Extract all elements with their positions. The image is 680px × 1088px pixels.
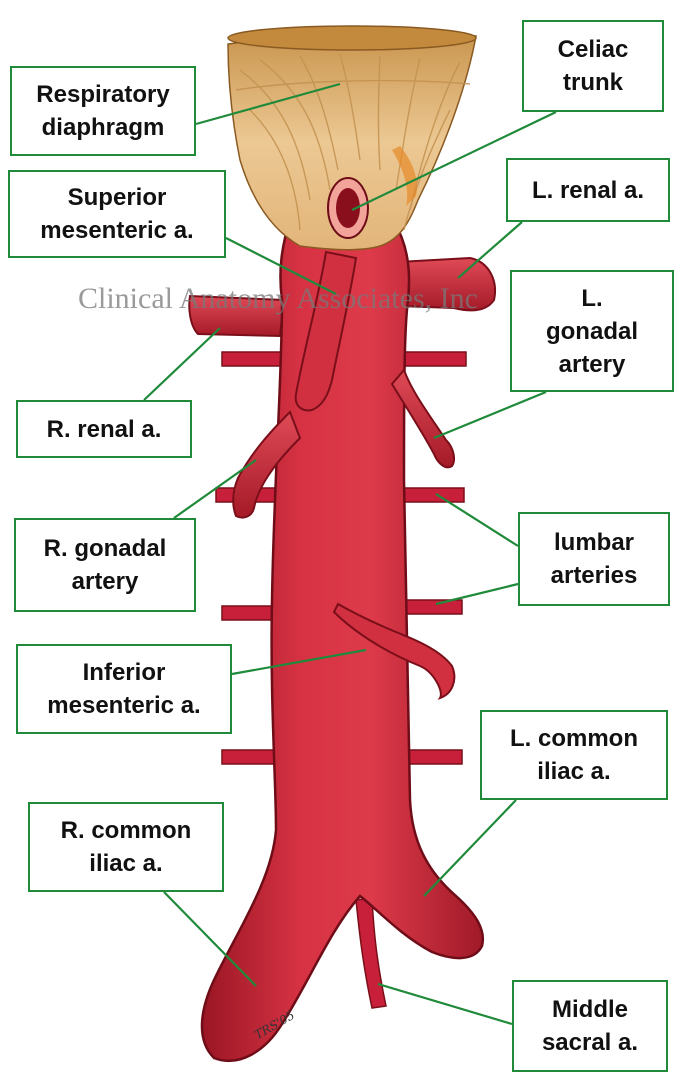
leader-superior-mesenteric — [225, 237, 337, 295]
leader-l-renal — [457, 221, 523, 279]
watermark: Clinical Anatomy Associates, Inc — [78, 282, 478, 315]
label-l-gonadal: L. gonadal artery — [510, 270, 674, 392]
label-l-renal: L. renal a. — [506, 158, 670, 222]
middle-sacral-artery — [355, 897, 387, 1009]
label-lumbar-arteries: lumbar arteries — [518, 512, 670, 606]
lumbar-artery-left-4 — [403, 749, 463, 765]
lumbar-artery-left-2 — [403, 487, 465, 503]
leader-r-common-iliac — [163, 891, 257, 987]
lumbar-artery-left-1 — [403, 351, 467, 367]
label-respiratory-diaphragm: Respiratory diaphragm — [10, 66, 196, 156]
label-superior-mesenteric: Superior mesenteric a. — [8, 170, 226, 258]
inferior-mesenteric-artery — [332, 602, 456, 700]
leader-r-gonadal — [173, 459, 257, 519]
left-renal-artery — [396, 256, 496, 312]
left-gonadal-artery — [390, 368, 455, 469]
leader-l-common-iliac — [423, 799, 517, 897]
leader-celiac-trunk — [351, 111, 557, 211]
label-celiac-trunk: Celiac trunk — [522, 20, 664, 112]
right-renal-artery — [188, 294, 286, 338]
leader-lines — [143, 82, 557, 1026]
lumbar-artery-right-3 — [221, 605, 279, 621]
respiratory-diaphragm — [227, 25, 477, 251]
celiac-trunk-opening — [327, 177, 369, 239]
label-r-common-iliac: R. common iliac a. — [28, 802, 224, 892]
superior-mesenteric-artery — [294, 250, 358, 412]
leader-middle-sacral — [377, 982, 513, 1026]
label-l-common-iliac: L. common iliac a. — [480, 710, 668, 800]
label-r-gonadal: R. gonadal artery — [14, 518, 196, 612]
label-inferior-mesenteric: Inferior mesenteric a. — [16, 644, 232, 734]
right-gonadal-artery — [232, 410, 302, 519]
leader-lumbar-lower — [435, 582, 519, 606]
leader-inferior-mesenteric — [231, 648, 367, 676]
leader-lumbar-upper — [435, 493, 519, 547]
label-middle-sacral: Middle sacral a. — [512, 980, 668, 1072]
leader-respiratory-diaphragm — [195, 82, 341, 126]
lumbar-artery-right-1 — [221, 351, 283, 367]
label-r-renal: R. renal a. — [16, 400, 192, 458]
leader-l-gonadal — [433, 390, 547, 440]
leader-r-renal — [143, 327, 221, 401]
lumbar-artery-right-4 — [221, 749, 279, 765]
lumbar-artery-left-3 — [403, 599, 463, 615]
abdominal-aorta — [200, 218, 485, 1063]
